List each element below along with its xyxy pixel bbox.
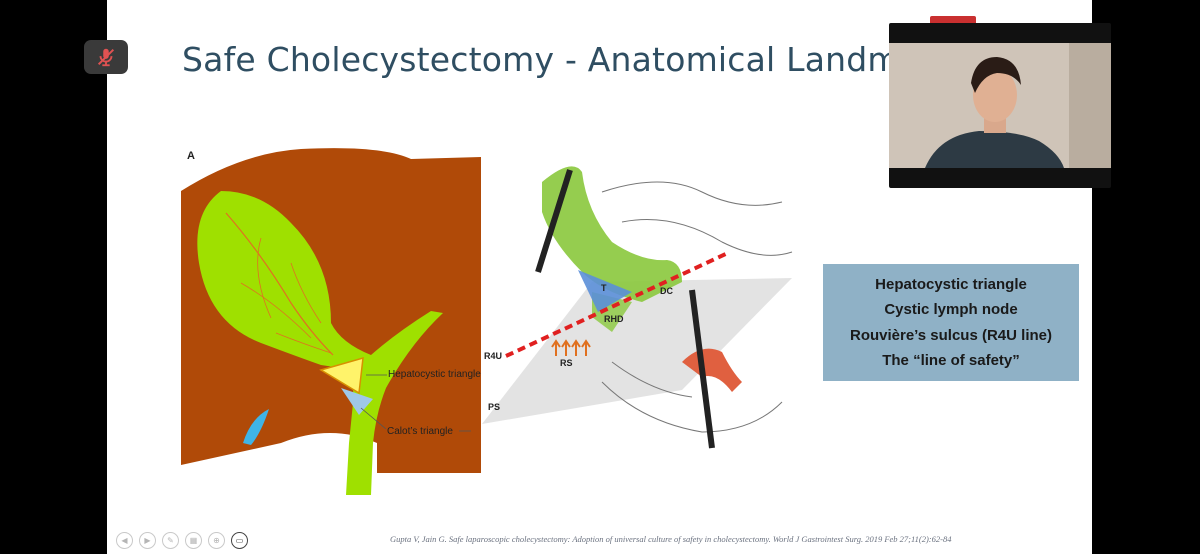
figure-b-illustration: T DC RHD R4U RS PS (482, 152, 802, 452)
webcam-video-tile[interactable] (889, 23, 1111, 188)
info-line: The “line of safety” (882, 351, 1020, 369)
microphone-muted-icon (97, 48, 115, 67)
mute-button[interactable] (84, 40, 128, 74)
hepatocystic-triangle-label: Hepatocystic triangle (388, 369, 481, 380)
landmarks-info-box: Hepatocystic triangle Cystic lymph node … (823, 264, 1079, 381)
presenter-video (889, 43, 1111, 168)
slides-icon[interactable]: ▦ (185, 532, 202, 549)
calots-triangle-label: Calot’s triangle (387, 426, 453, 437)
label-rs: RS (560, 358, 573, 368)
presentation-toolbar: ◀ ▶ ✎ ▦ ⊕ ▭ (116, 532, 248, 549)
label-t: T (601, 283, 607, 293)
label-rhd: RHD (604, 314, 624, 324)
figure-a-illustration: A Hepatocystic triangle Calot’s triangle (181, 143, 481, 495)
slide-citation: Gupta V, Jain G. Safe laparoscopic chole… (390, 534, 952, 544)
label-ps: PS (488, 402, 501, 412)
label-dc: DC (660, 286, 673, 296)
liver-diagram (181, 148, 481, 495)
zoom-icon[interactable]: ⊕ (208, 532, 225, 549)
panel-letter-a: A (187, 150, 195, 162)
slide-title: Safe Cholecystectomy - Anatomical Landma… (182, 40, 971, 79)
info-line: Rouvière’s sulcus (R4U line) (849, 326, 1052, 344)
recording-indicator (930, 16, 976, 24)
info-line: Hepatocystic triangle (875, 276, 1027, 294)
label-r4u: R4U (484, 351, 503, 361)
laparoscopic-diagram (482, 166, 793, 449)
forward-icon[interactable]: ▶ (139, 532, 156, 549)
video-icon[interactable]: ▭ (231, 532, 248, 549)
back-icon[interactable]: ◀ (116, 532, 133, 549)
pen-icon[interactable]: ✎ (162, 532, 179, 549)
info-line: Cystic lymph node (884, 301, 1018, 319)
